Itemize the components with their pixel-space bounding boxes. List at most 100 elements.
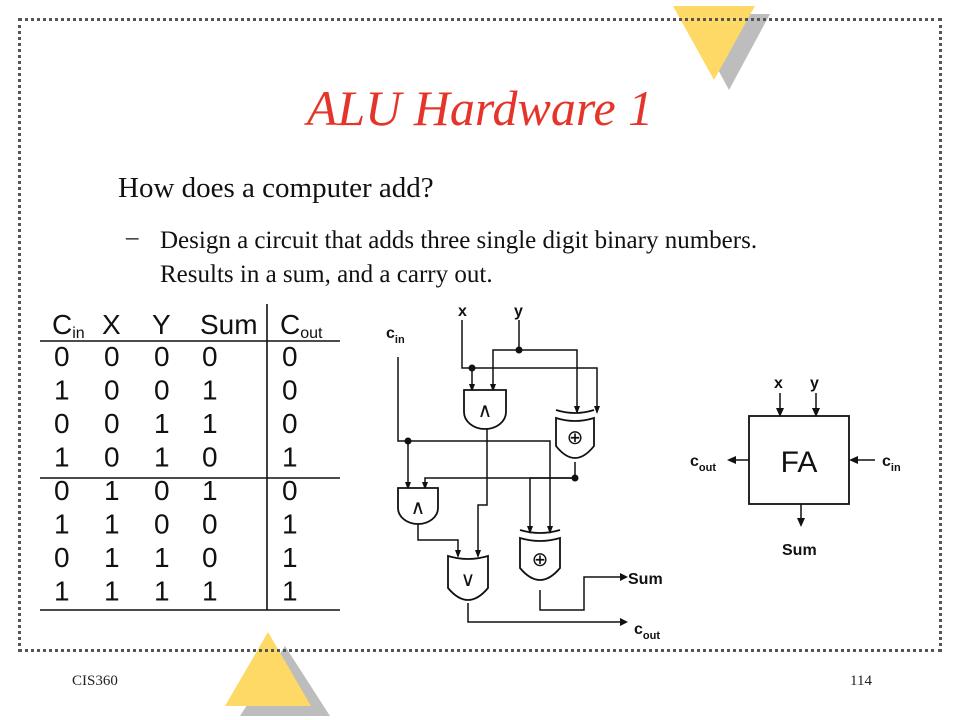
table-cell: 1: [54, 509, 70, 540]
sum-arrow-icon: [620, 573, 628, 581]
and-symbol-2: ∧: [411, 497, 426, 519]
arrow-icon: [574, 406, 580, 414]
fa-x-arrow-icon: [776, 408, 784, 417]
table-cell: 0: [54, 408, 70, 439]
wire-xor2-out: [539, 576, 620, 611]
table-cell: 1: [282, 509, 298, 540]
table-cell: 0: [202, 442, 218, 473]
fa-cin-arrow-icon: [849, 456, 858, 464]
junction-dot: [515, 346, 523, 354]
xor-gate-1: [555, 416, 595, 459]
and-gate-1: [463, 389, 507, 430]
table-cell: 1: [154, 576, 170, 607]
input-x-label: x: [458, 303, 467, 320]
table-cell: 0: [202, 542, 218, 573]
arrow-icon: [405, 482, 411, 490]
wire-and2-out: [417, 520, 459, 556]
top-triangle: [673, 6, 755, 80]
page-number: 114: [850, 673, 872, 689]
table-cell: 0: [54, 475, 70, 506]
table-cell: 1: [104, 509, 120, 540]
table-cell: 1: [154, 408, 170, 439]
wire-and1-to-or: [477, 458, 488, 556]
or-gate: [447, 554, 489, 601]
table-cell: 1: [104, 542, 120, 573]
xor-gate-1-back: [555, 409, 595, 414]
table-cell: 1: [282, 542, 298, 573]
and-symbol-1: ∧: [478, 400, 493, 422]
table-cell: 1: [104, 475, 120, 506]
fa-label: FA: [781, 446, 818, 479]
xor-symbol-2: ⊕: [532, 549, 549, 571]
sub-bullet-dash: –: [126, 224, 139, 251]
table-cell: 1: [202, 576, 218, 607]
arrow-icon: [594, 406, 600, 414]
arrow-icon: [527, 526, 533, 534]
table-cell: 1: [104, 576, 120, 607]
slide-title: ALU Hardware 1: [306, 80, 654, 136]
cout-arrow-icon: [620, 618, 628, 626]
table-cell: 0: [282, 341, 298, 372]
bullet-text: How does a computer add?: [118, 172, 434, 204]
table-header-cell: Sum: [200, 309, 258, 340]
fa-cout-arrow-icon: [727, 456, 736, 464]
sub-bullet-text: Design a circuit that adds three single …: [160, 227, 758, 288]
table-cell: 1: [282, 576, 298, 607]
table-header-cell: Cin: [52, 309, 85, 342]
table-cell: 1: [54, 375, 70, 406]
bottom-triangle: [225, 632, 311, 706]
table-cell: 1: [154, 442, 170, 473]
slide-frame: [18, 18, 942, 652]
wire-x-to-xor1: [472, 367, 598, 412]
table-cell: 0: [104, 442, 120, 473]
and-gate-2: [397, 487, 439, 525]
wire-cin: [397, 357, 551, 532]
table-cell: 1: [54, 442, 70, 473]
footer-course: CIS360: [72, 673, 118, 689]
table-cell: 0: [282, 375, 298, 406]
table-cell: 1: [202, 375, 218, 406]
junction-dot: [571, 474, 579, 482]
table-cell: 0: [154, 341, 170, 372]
wire-y-to-xor1: [519, 349, 578, 412]
table-cell: 0: [202, 341, 218, 372]
table-cell: 0: [154, 509, 170, 540]
table-cell: 1: [154, 542, 170, 573]
arrow-icon: [547, 526, 553, 534]
arrow-icon: [455, 550, 461, 558]
table-cell: 0: [154, 475, 170, 506]
xor-symbol-1: ⊕: [567, 427, 584, 449]
wire-or-out: [467, 603, 620, 623]
table-cell: 0: [104, 408, 120, 439]
table-cell: 1: [202, 475, 218, 506]
table-cell: 0: [282, 408, 298, 439]
input-cin-label: cin: [386, 325, 405, 346]
arrow-icon: [475, 550, 481, 558]
output-cout-label: cout: [634, 621, 660, 642]
input-y-label: y: [514, 303, 523, 320]
or-symbol: ∨: [461, 569, 476, 591]
table-cell: 0: [202, 509, 218, 540]
table-cell: 1: [282, 442, 298, 473]
xor-gate-2: [519, 536, 561, 581]
fa-cin-label: cin: [882, 453, 901, 474]
fa-y-arrow-icon: [812, 408, 820, 417]
table-cell: 1: [54, 576, 70, 607]
xor-gate-2-back: [519, 529, 561, 534]
fa-box: [748, 415, 850, 505]
arrow-icon: [422, 482, 428, 490]
fa-sum-arrow-icon: [797, 518, 805, 527]
output-sum-label: Sum: [628, 571, 663, 588]
fa-y-label: y: [810, 375, 819, 392]
table-cell: 0: [104, 375, 120, 406]
table-cell: 1: [202, 408, 218, 439]
wire-y: [492, 320, 520, 390]
fa-x-label: x: [774, 375, 783, 392]
table-cell: 0: [282, 475, 298, 506]
fa-cout-label: cout: [690, 453, 716, 474]
junction-dot: [404, 437, 412, 445]
table-cell: 0: [104, 341, 120, 372]
